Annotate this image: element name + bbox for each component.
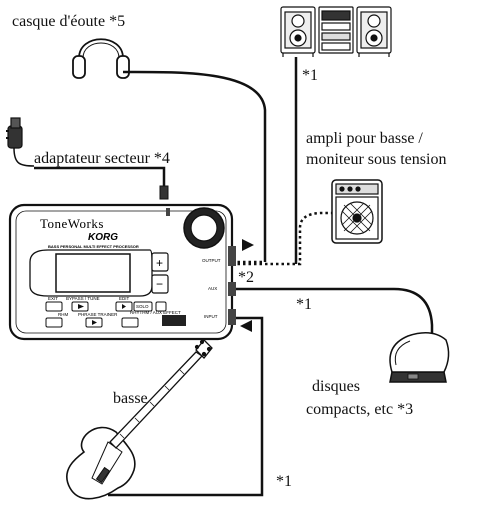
headphones-icon <box>72 38 130 79</box>
bass-cable <box>108 316 264 497</box>
plus-button[interactable]: + <box>151 252 169 272</box>
amp-label-line2: moniteur sous tension <box>306 151 447 168</box>
device-name: ToneWorks <box>40 216 104 231</box>
jack-label-aux: AUX <box>208 286 217 291</box>
cd-cable <box>232 287 434 340</box>
headphones-label: casque d'éoute *5 <box>12 13 126 30</box>
device-subtitle: BASS PERSONAL MULTI EFFECT PROCESSOR <box>48 244 139 249</box>
rhm-button[interactable] <box>45 317 63 328</box>
logo-badge <box>162 315 186 326</box>
svg-text:SOLO: SOLO <box>136 304 149 309</box>
jack-label-output: OUTPUT <box>202 258 221 263</box>
btn-label-exit: EXIT <box>48 296 58 301</box>
amp-cable <box>232 211 332 266</box>
btn-label-edit: EDIT <box>119 296 130 301</box>
cd-label-line1: disques <box>312 378 360 395</box>
solo-button[interactable]: SOLO <box>133 301 153 312</box>
power-adapter-icon <box>6 117 35 167</box>
bass-label: basse <box>113 390 148 407</box>
btn-label-bypass: BYPASS / TUNE <box>66 296 100 301</box>
bass-guitar-icon <box>66 339 213 500</box>
svg-text:−: − <box>156 277 163 291</box>
volume-dial[interactable] <box>183 207 225 249</box>
lcd-display <box>55 253 131 293</box>
btn-label-rhm: RHM <box>58 312 68 317</box>
toneworks-device: ToneWorks KORG BASS PERSONAL MULTI EFFEC… <box>8 203 236 341</box>
connection-note-2: *2 <box>238 269 254 286</box>
bypass-tune-button[interactable] <box>71 301 89 312</box>
bass-amp-icon <box>331 179 383 244</box>
btn-label-rhythm: RHYTHM / AUX EFFECT <box>130 310 181 315</box>
input-arrow-icon <box>240 320 252 332</box>
amp-label-line1: ampli pour basse / <box>306 130 423 147</box>
minus-button[interactable]: − <box>151 274 169 294</box>
edit-button[interactable] <box>115 301 133 312</box>
jack-label-input: INPUT <box>204 314 218 319</box>
phrase-trainer-button[interactable] <box>85 317 103 328</box>
svg-text:+: + <box>156 256 163 270</box>
rhythm-aux-button[interactable] <box>121 317 139 328</box>
output-arrow-icon <box>242 239 254 251</box>
bass-note: *1 <box>276 473 292 490</box>
cd-player-icon <box>389 332 450 383</box>
adapter-cable <box>34 166 166 196</box>
adapter-plug-icon <box>159 185 169 200</box>
device-brand: KORG <box>88 232 118 243</box>
adapter-label: adaptateur secteur *4 <box>34 150 170 167</box>
exit-button[interactable] <box>45 301 63 312</box>
cd-note: *1 <box>296 296 312 313</box>
btn-label-phrase: PHRASE TRAINER <box>78 312 118 317</box>
cd-label-line2: compacts, etc *3 <box>306 401 414 418</box>
write-button[interactable] <box>155 301 167 312</box>
stereo-note: *1 <box>302 67 318 84</box>
headphone-cable <box>122 70 267 262</box>
stereo-system-icon <box>280 6 392 57</box>
